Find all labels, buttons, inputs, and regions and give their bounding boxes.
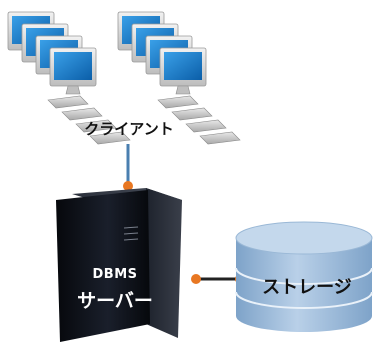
server-tower-icon [56,188,182,342]
database-cylinder-icon [235,221,373,332]
server-label-line1: DBMS [92,267,138,282]
server-label-line2: サーバー [77,290,153,312]
storage-label: ストレージ [262,277,352,298]
connector-dot [123,181,133,191]
connector-dot [191,274,201,284]
clients-label: クライアント [84,120,174,138]
